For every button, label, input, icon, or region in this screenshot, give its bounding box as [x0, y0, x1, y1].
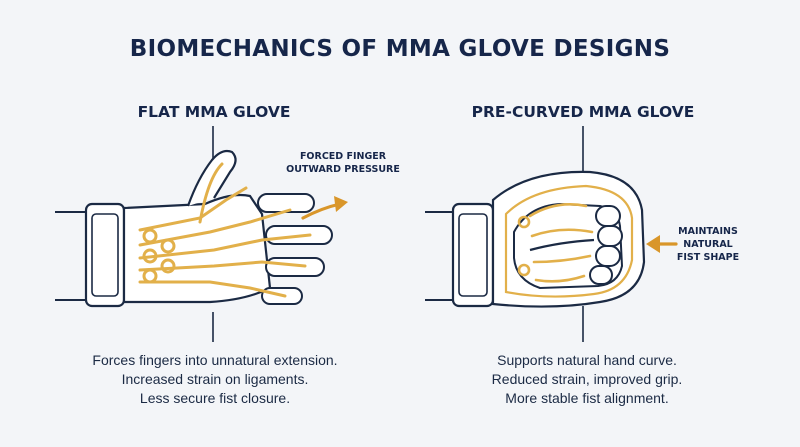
pre-curved-glove-annotation: MAINTAINS NATURAL FIST SHAPE [668, 225, 748, 264]
left-glove-body [122, 193, 272, 304]
caption-line: Forces fingers into unnatural extension. [92, 352, 338, 368]
right-natural-curve-contour [504, 184, 634, 298]
flat-glove-title: FLAT MMA GLOVE [137, 103, 291, 121]
caption-line: More stable fist alignment. [505, 390, 669, 406]
caption-line: Increased strain on ligaments. [121, 371, 309, 387]
right-knuckle-4 [589, 265, 613, 285]
right-support-arrowhead [646, 235, 660, 253]
left-hand-bones [138, 162, 312, 298]
caption-line: Less secure fist closure. [139, 390, 291, 406]
right-thumb [529, 238, 595, 252]
right-cuff-strap [458, 213, 488, 297]
annotation-line: FIST SHAPE [676, 252, 740, 263]
diagram-title: BIOMECHANICS OF MMA GLOVE DESIGNS [129, 36, 671, 62]
pre-curved-glove-illustration [425, 170, 678, 308]
annotation-line: FORCED FINGER [299, 151, 387, 162]
right-hand-bones [517, 203, 594, 283]
left-pressure-arrowhead [334, 196, 348, 212]
annotation-line: NATURAL [683, 239, 733, 250]
pre-curved-glove-caption: Supports natural hand curve. Reduced str… [417, 351, 757, 408]
left-cuff-strap [91, 213, 119, 297]
right-knuckle-1 [595, 205, 621, 227]
flat-glove-illustration [55, 149, 348, 308]
annotation-line: OUTWARD PRESSURE [286, 164, 400, 175]
right-knuckle-2 [597, 225, 623, 247]
left-finger-ring [265, 257, 325, 277]
caption-line: Reduced strain, improved grip. [491, 371, 683, 387]
flat-glove-caption: Forces fingers into unnatural extension.… [45, 351, 385, 408]
pre-curved-glove-title: PRE-CURVED MMA GLOVE [471, 103, 695, 121]
left-finger-index [257, 193, 315, 213]
flat-glove-annotation: FORCED FINGER OUTWARD PRESSURE [278, 150, 408, 176]
right-knuckle-3 [595, 245, 621, 267]
annotation-line: MAINTAINS [678, 226, 738, 237]
caption-line: Supports natural hand curve. [497, 352, 677, 368]
